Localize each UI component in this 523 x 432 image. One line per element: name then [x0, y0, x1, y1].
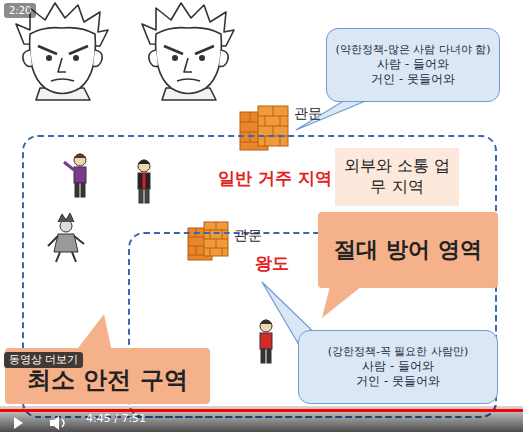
box-line: 거인 - 못들어와 — [356, 374, 439, 389]
callout-bubble: (강한정책-꼭 필요한 사람만)사람 - 들어와거인 - 못들어와 — [298, 330, 498, 404]
gate-label: 관문 — [294, 104, 322, 122]
volume-icon — [50, 416, 59, 430]
region-title: 왕도 — [255, 252, 289, 274]
box-line: 사람 - 들어와 — [377, 57, 448, 72]
box-text: 절대 방어 영역 — [334, 236, 481, 265]
gate-icon — [188, 222, 228, 260]
person-figure — [260, 320, 272, 363]
video-controls — [0, 406, 523, 432]
video-more-button: 동영상 더보기 — [4, 352, 83, 368]
person-figure — [138, 160, 150, 203]
monster-figure — [48, 213, 84, 262]
gate-icon — [240, 106, 288, 150]
box-text: (강한정책-꼭 필요한 사람만) — [328, 345, 469, 359]
callout-bubble: 절대 방어 영역 — [318, 212, 498, 288]
callout-bubble: (약한정책-많은 사람 다녀야 함)사람 - 들어와거인 - 못들어와 — [326, 28, 500, 102]
gate-label: 관문 — [234, 226, 262, 244]
box-text: (약한정책-많은 사람 다녀야 함) — [335, 43, 490, 57]
box-line: 거인 - 못들어와 — [371, 72, 454, 87]
box-text: 최소 안전 구역 — [27, 365, 188, 396]
video-control-bar: 4:45 / 7:51 — [0, 406, 523, 432]
box-text: 외부와 소통 업무 지역 — [341, 156, 453, 198]
region-title: 일반 거주 지역 — [218, 167, 332, 189]
play-icon — [14, 417, 23, 429]
video-timestamp: 2:20 — [4, 3, 36, 18]
progress-bar — [0, 409, 523, 412]
callout-tail — [75, 314, 112, 352]
zone-box: 외부와 소통 업무 지역 — [335, 148, 459, 206]
callout-tail — [322, 286, 362, 318]
box-line: 사람 - 들어와 — [362, 359, 433, 374]
video-time: 4:45 / 7:51 — [86, 412, 146, 426]
person-figure — [64, 154, 86, 197]
